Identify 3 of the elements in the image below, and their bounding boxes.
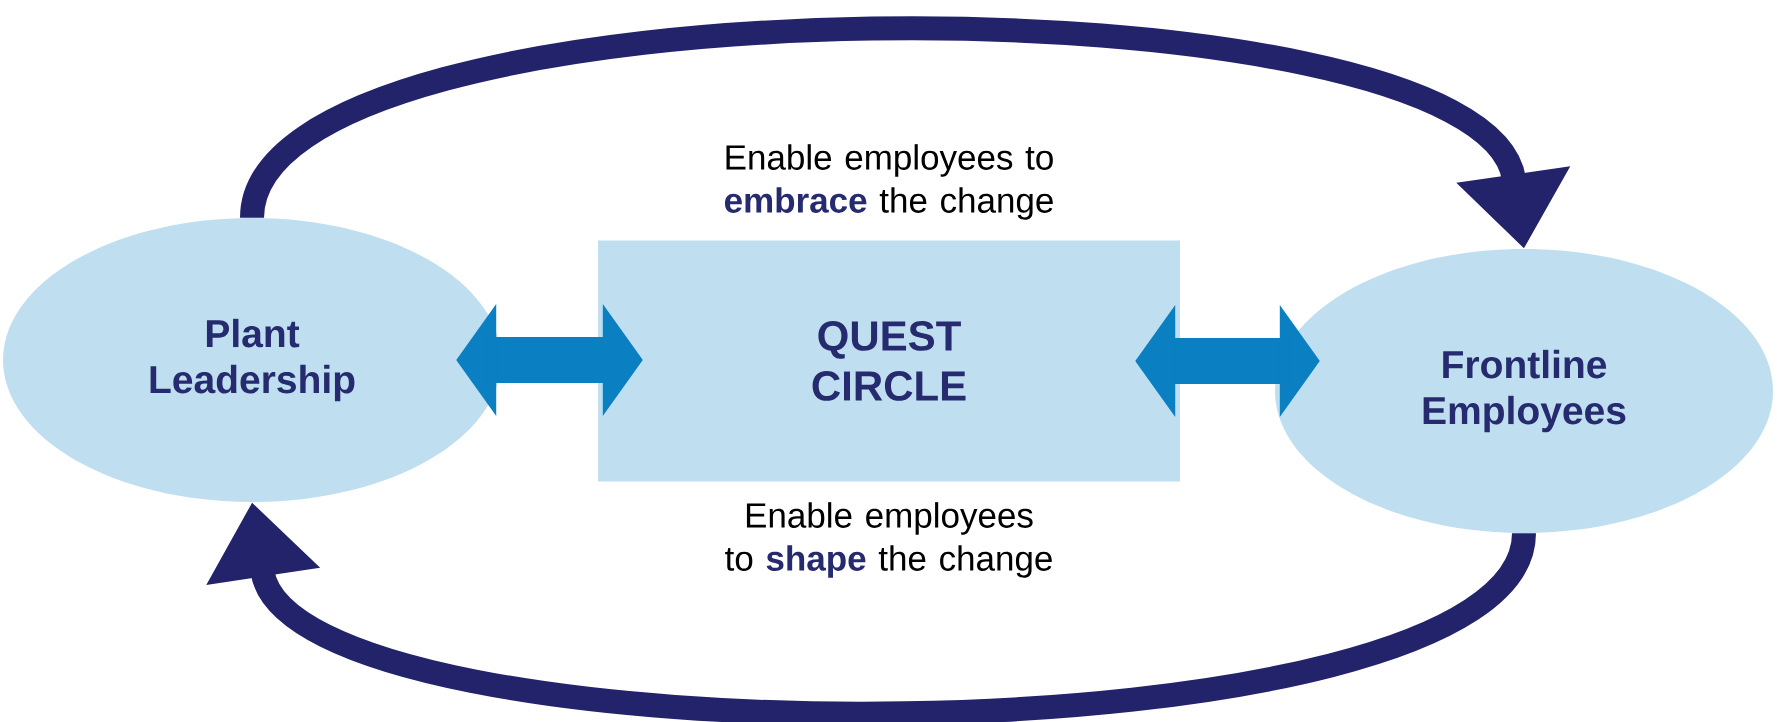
process-box: QUEST CIRCLE <box>598 240 1180 482</box>
ellipse-node: Frontline Employees <box>1275 249 1773 533</box>
ellipse-node: Plant Leadership <box>3 218 501 502</box>
